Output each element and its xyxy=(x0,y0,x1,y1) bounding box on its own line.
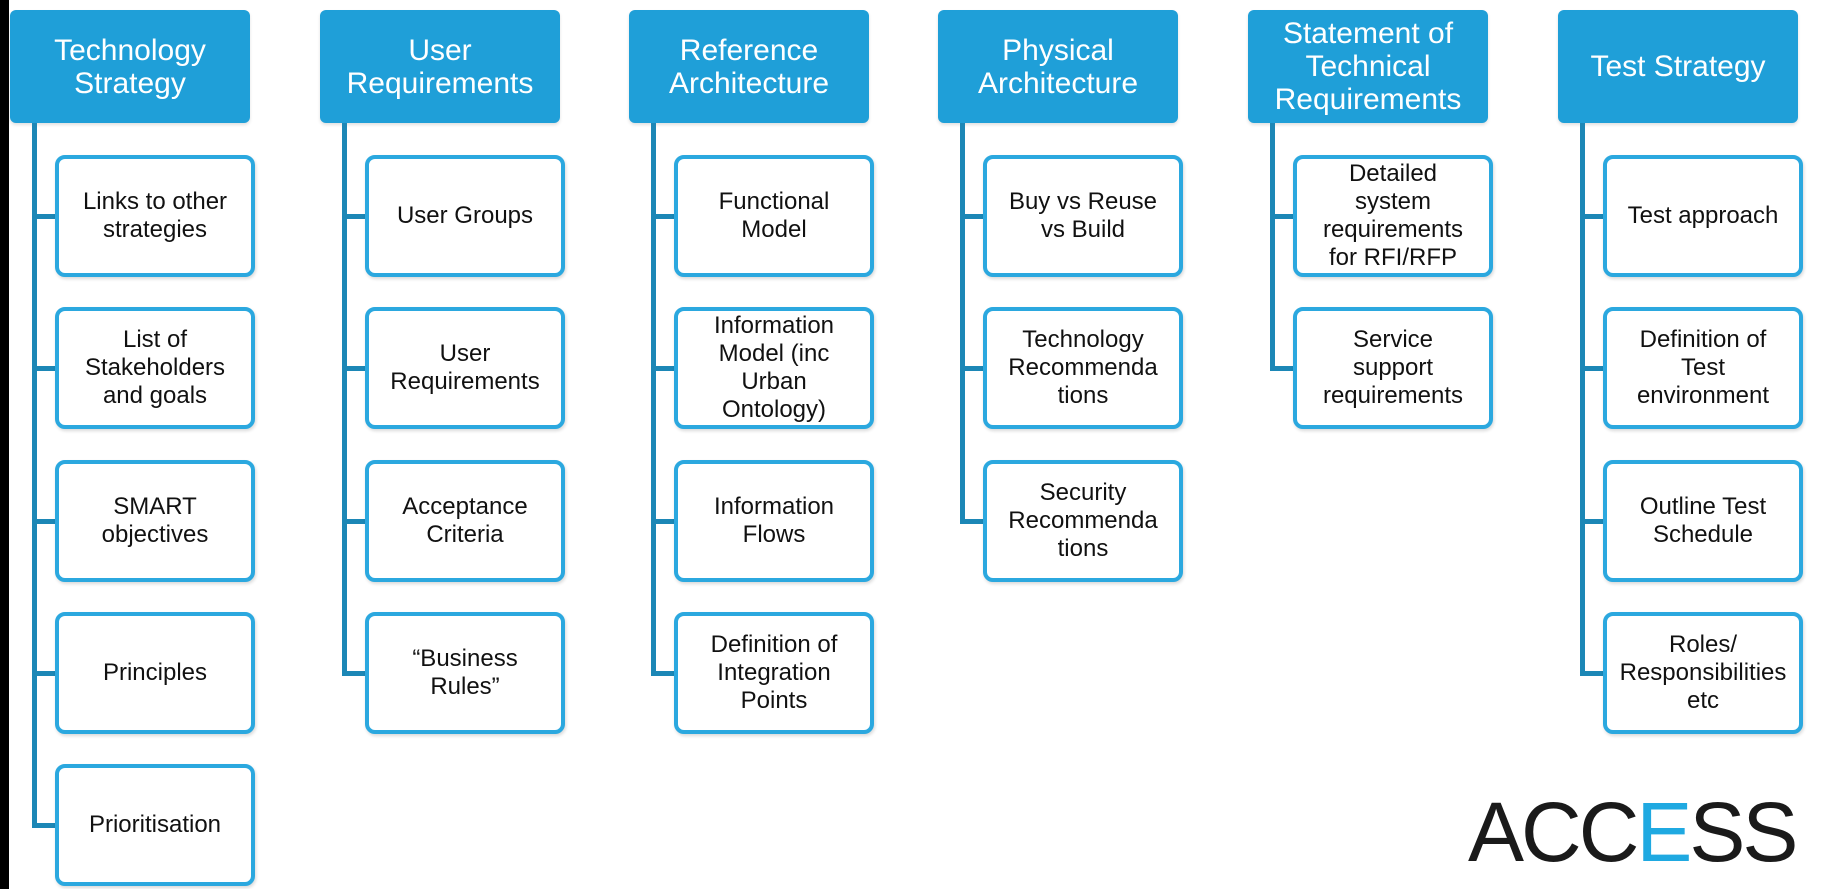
logo-text-accent: E xyxy=(1636,785,1692,879)
column-header: Test Strategy xyxy=(1558,10,1798,123)
access-logo: ACCESS xyxy=(1468,790,1798,874)
child-node: SMART objectives xyxy=(55,460,255,582)
child-node: User Requirements xyxy=(365,307,565,429)
connector-branch xyxy=(32,366,58,371)
connector-branch xyxy=(960,366,986,371)
connector-branch xyxy=(1270,366,1296,371)
connector-branch xyxy=(32,214,58,219)
child-node: Links to other strategies xyxy=(55,155,255,277)
child-node: Buy vs Reuse vs Build xyxy=(983,155,1183,277)
connector-trunk xyxy=(1270,123,1275,371)
connector-branch xyxy=(1580,671,1606,676)
connector-branch xyxy=(651,671,677,676)
connector-trunk xyxy=(342,123,347,676)
child-node: Service support requirements xyxy=(1293,307,1493,429)
connector-branch xyxy=(342,671,368,676)
child-node: Definition of Test environment xyxy=(1603,307,1803,429)
column-header: Physical Architecture xyxy=(938,10,1178,123)
column-header: Reference Architecture xyxy=(629,10,869,123)
child-node: List of Stakeholders and goals xyxy=(55,307,255,429)
child-node: User Groups xyxy=(365,155,565,277)
connector-branch xyxy=(1580,214,1606,219)
connector-branch xyxy=(651,519,677,524)
connector-branch xyxy=(342,366,368,371)
child-node: Detailed system requirements for RFI/RFP xyxy=(1293,155,1493,277)
connector-branch xyxy=(342,519,368,524)
connector-branch xyxy=(342,214,368,219)
child-node: Definition of Integration Points xyxy=(674,612,874,734)
connector-branch xyxy=(1580,366,1606,371)
connector-branch xyxy=(1580,519,1606,524)
left-edge-bar xyxy=(0,0,9,889)
logo-text-start: ACC xyxy=(1468,785,1639,879)
child-node: Technology Recommenda tions xyxy=(983,307,1183,429)
connector-branch xyxy=(32,671,58,676)
child-node: Information Flows xyxy=(674,460,874,582)
child-node: “Business Rules” xyxy=(365,612,565,734)
child-node: Acceptance Criteria xyxy=(365,460,565,582)
child-node: Information Model (inc Urban Ontology) xyxy=(674,307,874,429)
column-header: Technology Strategy xyxy=(10,10,250,123)
child-node: Prioritisation xyxy=(55,764,255,886)
connector-trunk xyxy=(960,123,965,524)
logo-text-end: SS xyxy=(1689,785,1798,879)
connector-trunk xyxy=(1580,123,1585,676)
column-header: Statement of Technical Requirements xyxy=(1248,10,1488,123)
connector-branch xyxy=(651,214,677,219)
connector-branch xyxy=(1270,214,1296,219)
child-node: Principles xyxy=(55,612,255,734)
connector-branch xyxy=(960,214,986,219)
child-node: Roles/ Responsibilities etc xyxy=(1603,612,1803,734)
connector-trunk xyxy=(32,123,37,828)
connector-branch xyxy=(651,366,677,371)
column-header: User Requirements xyxy=(320,10,560,123)
child-node: Outline Test Schedule xyxy=(1603,460,1803,582)
connector-branch xyxy=(32,519,58,524)
child-node: Test approach xyxy=(1603,155,1803,277)
connector-branch xyxy=(960,519,986,524)
connector-trunk xyxy=(651,123,656,676)
child-node: Security Recommenda tions xyxy=(983,460,1183,582)
connector-branch xyxy=(32,823,58,828)
child-node: Functional Model xyxy=(674,155,874,277)
